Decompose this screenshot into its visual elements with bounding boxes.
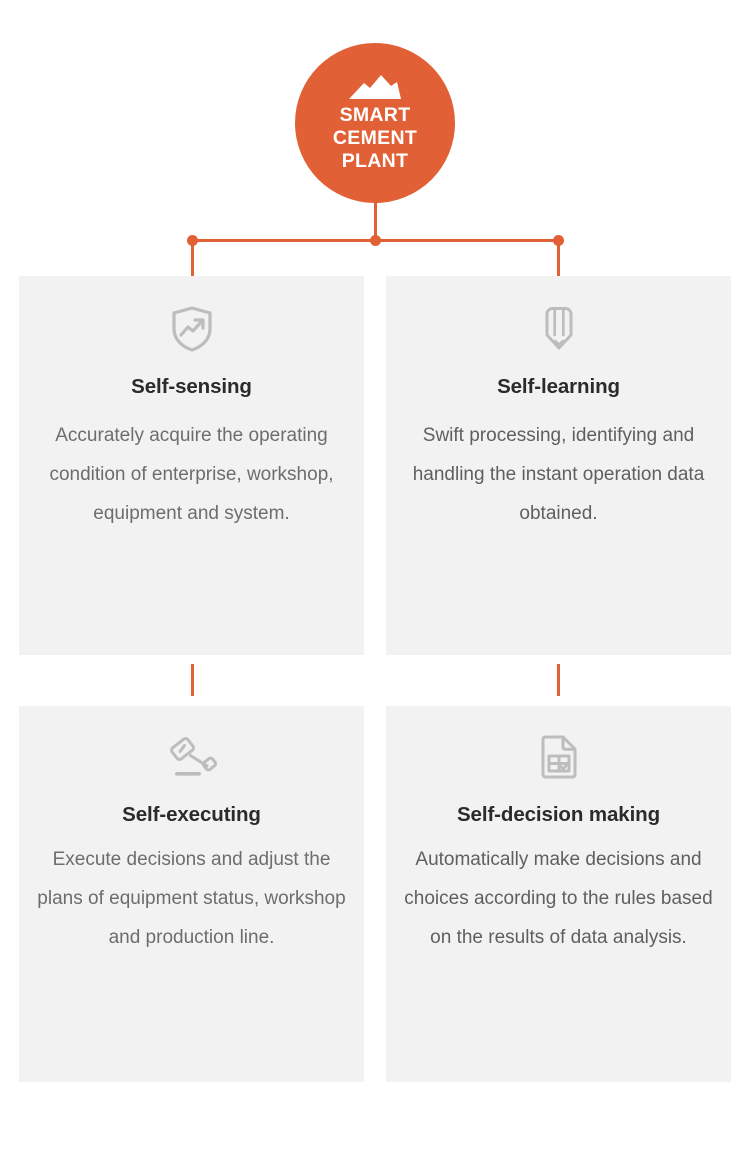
card-title: Self-learning bbox=[497, 375, 620, 398]
hub-circle: SMART CEMENT PLANT bbox=[295, 43, 455, 203]
mountain-icon bbox=[349, 74, 401, 99]
connector-drop-right-top bbox=[556, 240, 560, 276]
gavel-icon bbox=[166, 733, 218, 781]
card-title: Self-executing bbox=[122, 803, 261, 826]
card-body: Accurately acquire the operating conditi… bbox=[49, 425, 334, 524]
hub-label-line-3: PLANT bbox=[341, 149, 409, 172]
card-body: Automatically make decisions and choices… bbox=[404, 849, 713, 948]
pencil-tip-icon bbox=[542, 305, 576, 353]
connector-drop-left-top bbox=[190, 240, 194, 276]
connector-drop-left-mid bbox=[190, 664, 194, 696]
card-self-decision-making[interactable]: Self-decision making Automatically make … bbox=[386, 706, 731, 1082]
card-title: Self-decision making bbox=[456, 803, 661, 826]
card-title: Self-sensing bbox=[131, 375, 252, 398]
hub-label-line-2: CEMENT bbox=[332, 126, 418, 149]
connector-hub-stem bbox=[374, 203, 377, 240]
hub-label-line-1: SMART bbox=[339, 103, 411, 126]
hub-label: SMART CEMENT PLANT bbox=[333, 104, 417, 173]
card-body: Execute decisions and adjust the plans o… bbox=[37, 849, 346, 948]
card-self-sensing[interactable]: Self-sensing Accurately acquire the oper… bbox=[19, 276, 364, 655]
card-self-learning[interactable]: Self-learning Swift processing, identify… bbox=[386, 276, 731, 655]
document-table-check-icon bbox=[538, 733, 580, 781]
card-body: Swift processing, identifying and handli… bbox=[412, 425, 705, 524]
card-self-executing[interactable]: Self-executing Execute decisions and adj… bbox=[19, 706, 364, 1082]
connector-dot-center bbox=[369, 234, 381, 246]
connector-drop-right-mid bbox=[556, 664, 560, 696]
shield-trend-up-icon bbox=[170, 305, 214, 353]
